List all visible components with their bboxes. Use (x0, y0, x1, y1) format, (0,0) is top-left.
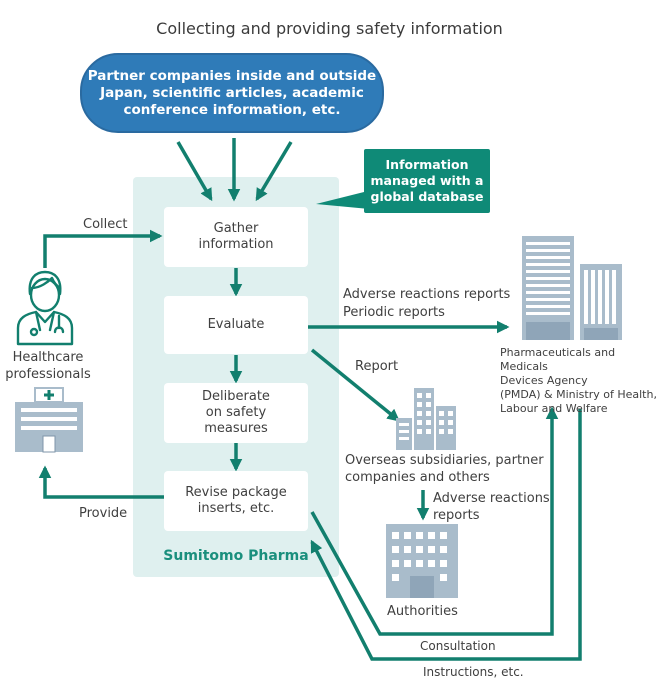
authorities-label: Authorities (387, 604, 458, 619)
doctor-icon (16, 270, 74, 346)
office-buildings-icon (396, 388, 456, 450)
step-deliberate: Deliberate on safety measures (164, 383, 308, 443)
step-gather: Gather information (164, 207, 308, 267)
provide-label: Provide (79, 506, 128, 521)
overseas-report-arrow (310, 348, 400, 422)
instructions-label: Instructions, etc. (423, 665, 524, 679)
callout-text: Information managed with a global databa… (370, 157, 484, 204)
diagram-title: Collecting and providing safety informat… (156, 19, 503, 38)
collect-arrow (43, 229, 163, 268)
company-name: Sumitomo Pharma (163, 548, 309, 564)
collect-label: Collect (83, 217, 128, 232)
hospital-icon (15, 387, 83, 453)
source-arrow-left (176, 141, 213, 202)
step-revise: Revise package inserts, etc. (164, 471, 308, 531)
consultation-label: Consultation (420, 639, 496, 653)
report-label: Report (355, 359, 399, 374)
database-callout: Information managed with a global databa… (364, 149, 490, 213)
step-evaluate: Evaluate (164, 296, 308, 354)
government-building-icon (386, 524, 458, 598)
healthcare-label: Healthcare professionals (5, 350, 91, 382)
consultation-line (310, 406, 559, 636)
sources-node: Partner companies inside and outside Jap… (80, 53, 384, 133)
source-arrow-right (255, 141, 293, 202)
pmda-report-label: Adverse reactions reports Periodic repor… (343, 287, 511, 320)
sources-text: Partner companies inside and outside Jap… (87, 67, 377, 118)
adverse-reports-label: Adverse reactions reports (433, 491, 550, 523)
pmda-label: Pharmaceuticals and Medicals Devices Age… (500, 346, 657, 415)
overseas-label: Overseas subsidiaries, partner companies… (345, 453, 544, 485)
office-towers-icon (522, 236, 622, 340)
provide-arrow (38, 465, 164, 499)
instructions-line (310, 409, 582, 661)
